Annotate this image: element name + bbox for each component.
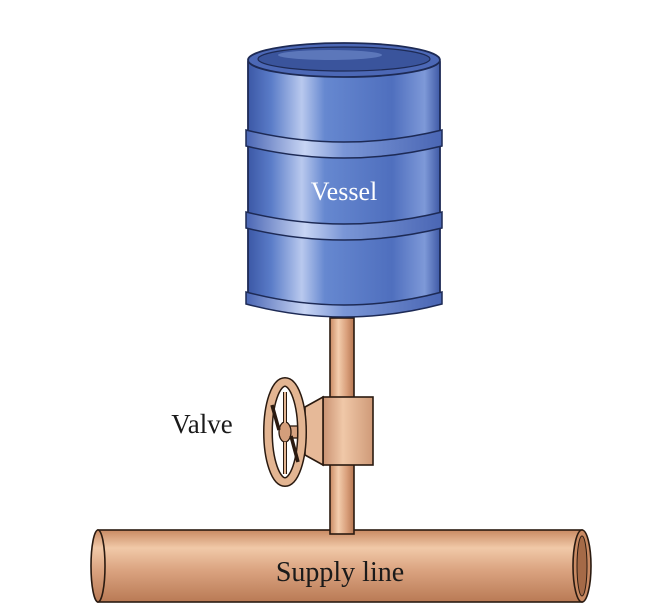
vessel-label: Vessel [311, 177, 377, 206]
valve [263, 377, 374, 487]
valve-handwheel-icon [263, 377, 307, 487]
vessel-drum [245, 42, 443, 318]
valve-label: Valve [171, 409, 232, 439]
supply-line-pipe [90, 529, 592, 603]
supply-line-label: Supply line [276, 557, 404, 588]
